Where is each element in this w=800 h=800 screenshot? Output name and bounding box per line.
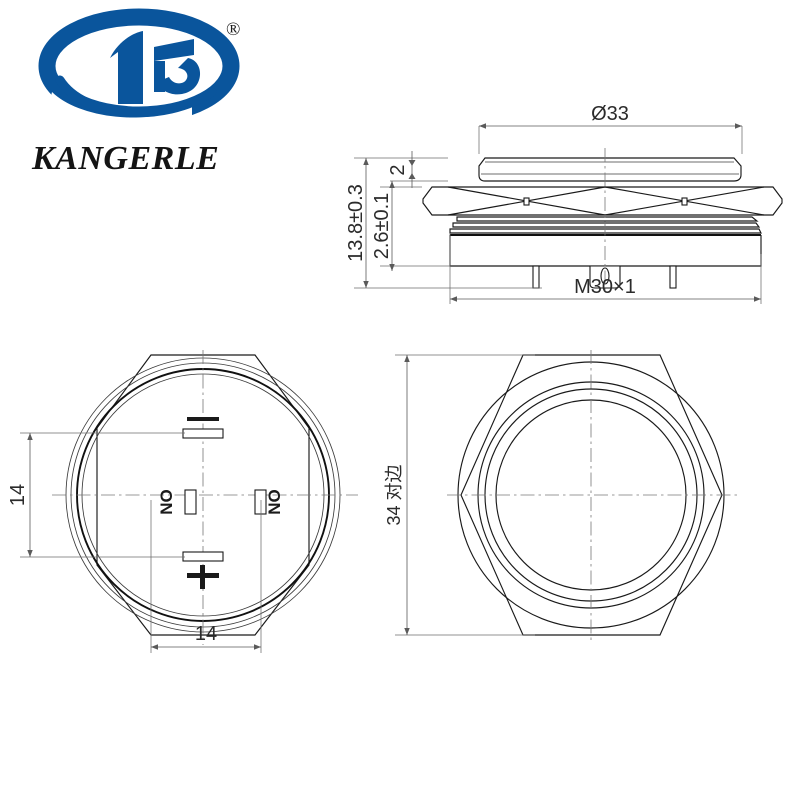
registered-trademark-icon: ® [226, 19, 241, 40]
terminal-slot-left [184, 489, 197, 515]
hex-nut-profile [422, 186, 783, 216]
dim-label-vertical-pitch: 14 [7, 484, 29, 506]
side-elevation-view: Ø33 [345, 96, 783, 321]
terminal-label-left: NO [157, 489, 176, 515]
dim-label-outer-diameter: Ø33 [591, 103, 629, 125]
terminal-slot-bottom [182, 551, 224, 562]
dim-total-height: 13.8±0.3 [345, 157, 542, 289]
terminal-label-right: NO [265, 489, 284, 515]
dim-horizontal-pitch: 14 [150, 500, 262, 653]
dim-label-flange-height: 2.6±0.1 [371, 193, 393, 260]
dim-flange-height: 2.6±0.1 [371, 181, 450, 271]
plus-mark-vertical [200, 565, 205, 589]
minus-mark [187, 417, 219, 421]
dim-label-thread: M30×1 [574, 276, 636, 298]
button-cap-profile [478, 157, 742, 182]
threaded-barrel [449, 216, 762, 267]
rear-hex-view: 34 对边 [384, 345, 785, 690]
dim-label-head-height: 2 [387, 164, 409, 175]
polarity-marks [187, 417, 219, 589]
dim-label-across-flats: 34 对边 [384, 464, 404, 525]
dim-thread: M30×1 [449, 233, 762, 304]
terminal-slots [182, 428, 267, 562]
front-face-view: NO NO 14 14 [0, 345, 380, 690]
dim-vertical-pitch: 14 [7, 432, 185, 558]
terminal-slot-top [182, 428, 224, 439]
dim-outer-diameter: Ø33 [478, 103, 743, 154]
brand-wordmark: KANGERLE [32, 140, 220, 177]
hex-outline [96, 354, 310, 636]
brand-logo: ® KANGERLE [30, 8, 290, 184]
dim-across-flats: 34 对边 [384, 354, 535, 636]
dim-head-height: 2 [387, 151, 448, 188]
dim-label-horizontal-pitch: 14 [195, 623, 217, 645]
terminal-slot-right [254, 489, 267, 515]
kangerle-logo-icon [38, 8, 240, 126]
terminal-pins [532, 265, 677, 289]
dim-label-total-height: 13.8±0.3 [345, 184, 367, 262]
